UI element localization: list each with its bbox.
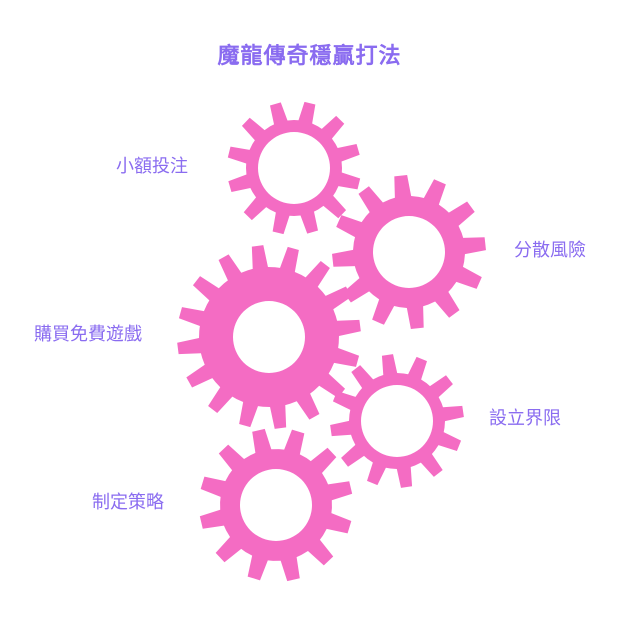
- gear-make-strategy: [199, 428, 353, 582]
- gear-set-limits: [330, 354, 464, 488]
- gear-diversify-risk: [332, 175, 486, 329]
- page-title: 魔龍傳奇穩贏打法: [217, 44, 402, 69]
- item-label-set-limits: 設立界限: [489, 408, 561, 429]
- gear-small-bet: [227, 101, 361, 235]
- item-label-buy-free-games: 購買免費遊戲: [34, 324, 142, 345]
- item-label-diversify-risk: 分散風險: [514, 240, 586, 261]
- item-label-make-strategy: 制定策略: [92, 492, 164, 513]
- item-label-small-bet: 小額投注: [116, 156, 188, 177]
- gear-buy-free-games: [177, 245, 361, 429]
